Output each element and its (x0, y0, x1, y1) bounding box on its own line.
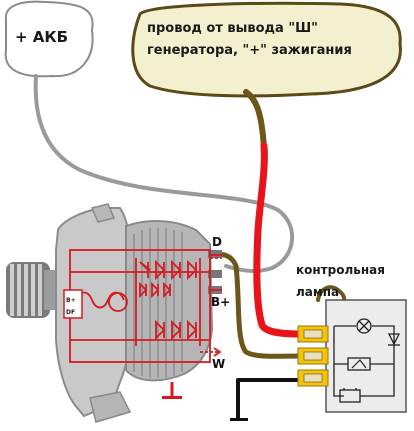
battery-icon (339, 389, 361, 403)
connector-block (297, 325, 329, 387)
regulator-df-label: DF (66, 309, 75, 316)
relay-icon (347, 357, 371, 371)
wire-note-bubble: провод от вывода "Ш" генератора, "+" заж… (131, 1, 402, 98)
ground-wire-black (236, 378, 300, 420)
lamp-label-line2: лампа (296, 285, 339, 299)
wire-note-line1: провод от вывода "Ш" (147, 21, 318, 36)
wire-note-line2: генератора, "+" зажигания (147, 43, 352, 58)
regulator-b-label: B+ (66, 297, 76, 304)
alternator (6, 203, 222, 423)
terminal-d-label: D (212, 235, 222, 249)
diode-icon (387, 333, 401, 346)
d-terminal-wire-brown (211, 251, 305, 359)
battery-bubble: + АКБ (4, 0, 94, 78)
battery-label: + АКБ (15, 28, 68, 46)
note-wire-brown-top (243, 89, 267, 151)
voltage-regulator-block: B+ DF (63, 289, 83, 319)
alternator-ground (162, 382, 182, 399)
lamp-label-line1: контрольная (296, 263, 385, 277)
battery-wire (33, 74, 295, 274)
ground-symbol (230, 418, 248, 421)
internal-schematic (69, 249, 222, 363)
ignition-wire-red (253, 142, 306, 338)
terminal-b-plus-label: B+ (211, 295, 230, 309)
alternator-pulley (6, 262, 58, 318)
terminal-w-label: W (212, 357, 225, 371)
control-lamp-module (325, 299, 407, 413)
